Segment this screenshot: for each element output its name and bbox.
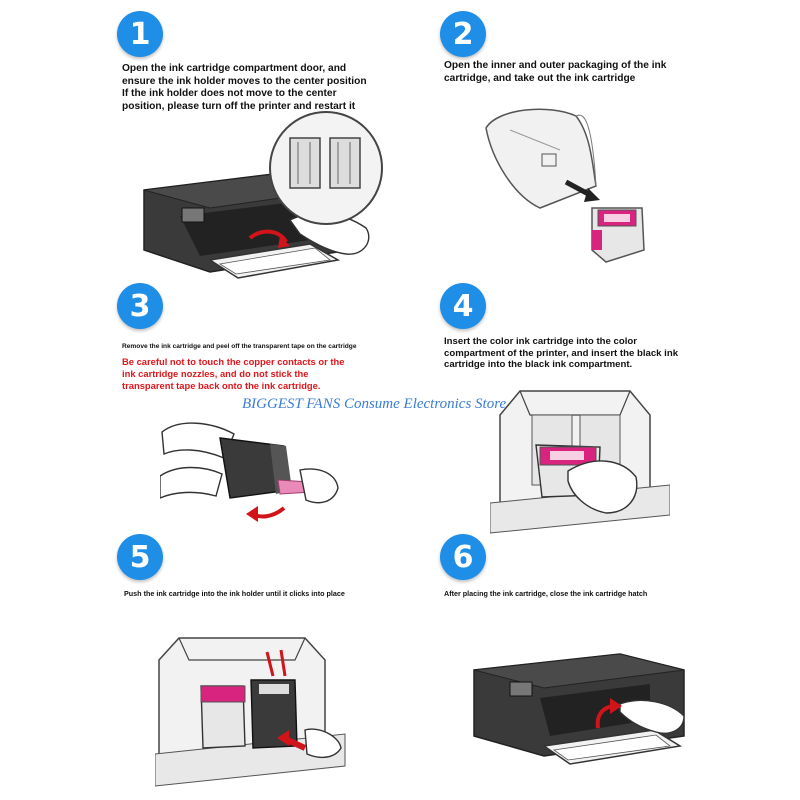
step-4-text: Insert the color ink cartridge into the …: [444, 336, 679, 370]
step-1-illustration-printer-open: [140, 110, 400, 290]
step-5-illustration-push-cartridge: [155, 630, 355, 790]
step-2-illustration-unpack-cartridge: [480, 100, 660, 270]
step-4-illustration-insert-cartridge: [490, 385, 670, 535]
step-6-illustration-close-hatch: [470, 640, 690, 790]
step-1-badge: 1: [117, 11, 163, 57]
step-1-text: Open the ink cartridge compartment door,…: [122, 63, 367, 112]
step-3-text: Remove the ink cartridge and peel off th…: [122, 343, 357, 350]
step-3-warning: Be careful not to touch the copper conta…: [122, 356, 345, 391]
store-watermark: BIGGEST FANS Consume Electronics Store: [242, 396, 507, 412]
step-4-badge: 4: [440, 283, 486, 329]
step-2-text: Open the inner and outer packaging of th…: [444, 60, 667, 84]
step-2-badge: 2: [440, 11, 486, 57]
step-5-badge: 5: [117, 534, 163, 580]
step-3-badge: 3: [117, 283, 163, 329]
step-6-badge: 6: [440, 534, 486, 580]
step-6-text: After placing the ink cartridge, close t…: [444, 589, 648, 598]
step-5-text: Push the ink cartridge into the ink hold…: [124, 589, 345, 598]
step-3-illustration-peel-tape: [160, 418, 340, 528]
